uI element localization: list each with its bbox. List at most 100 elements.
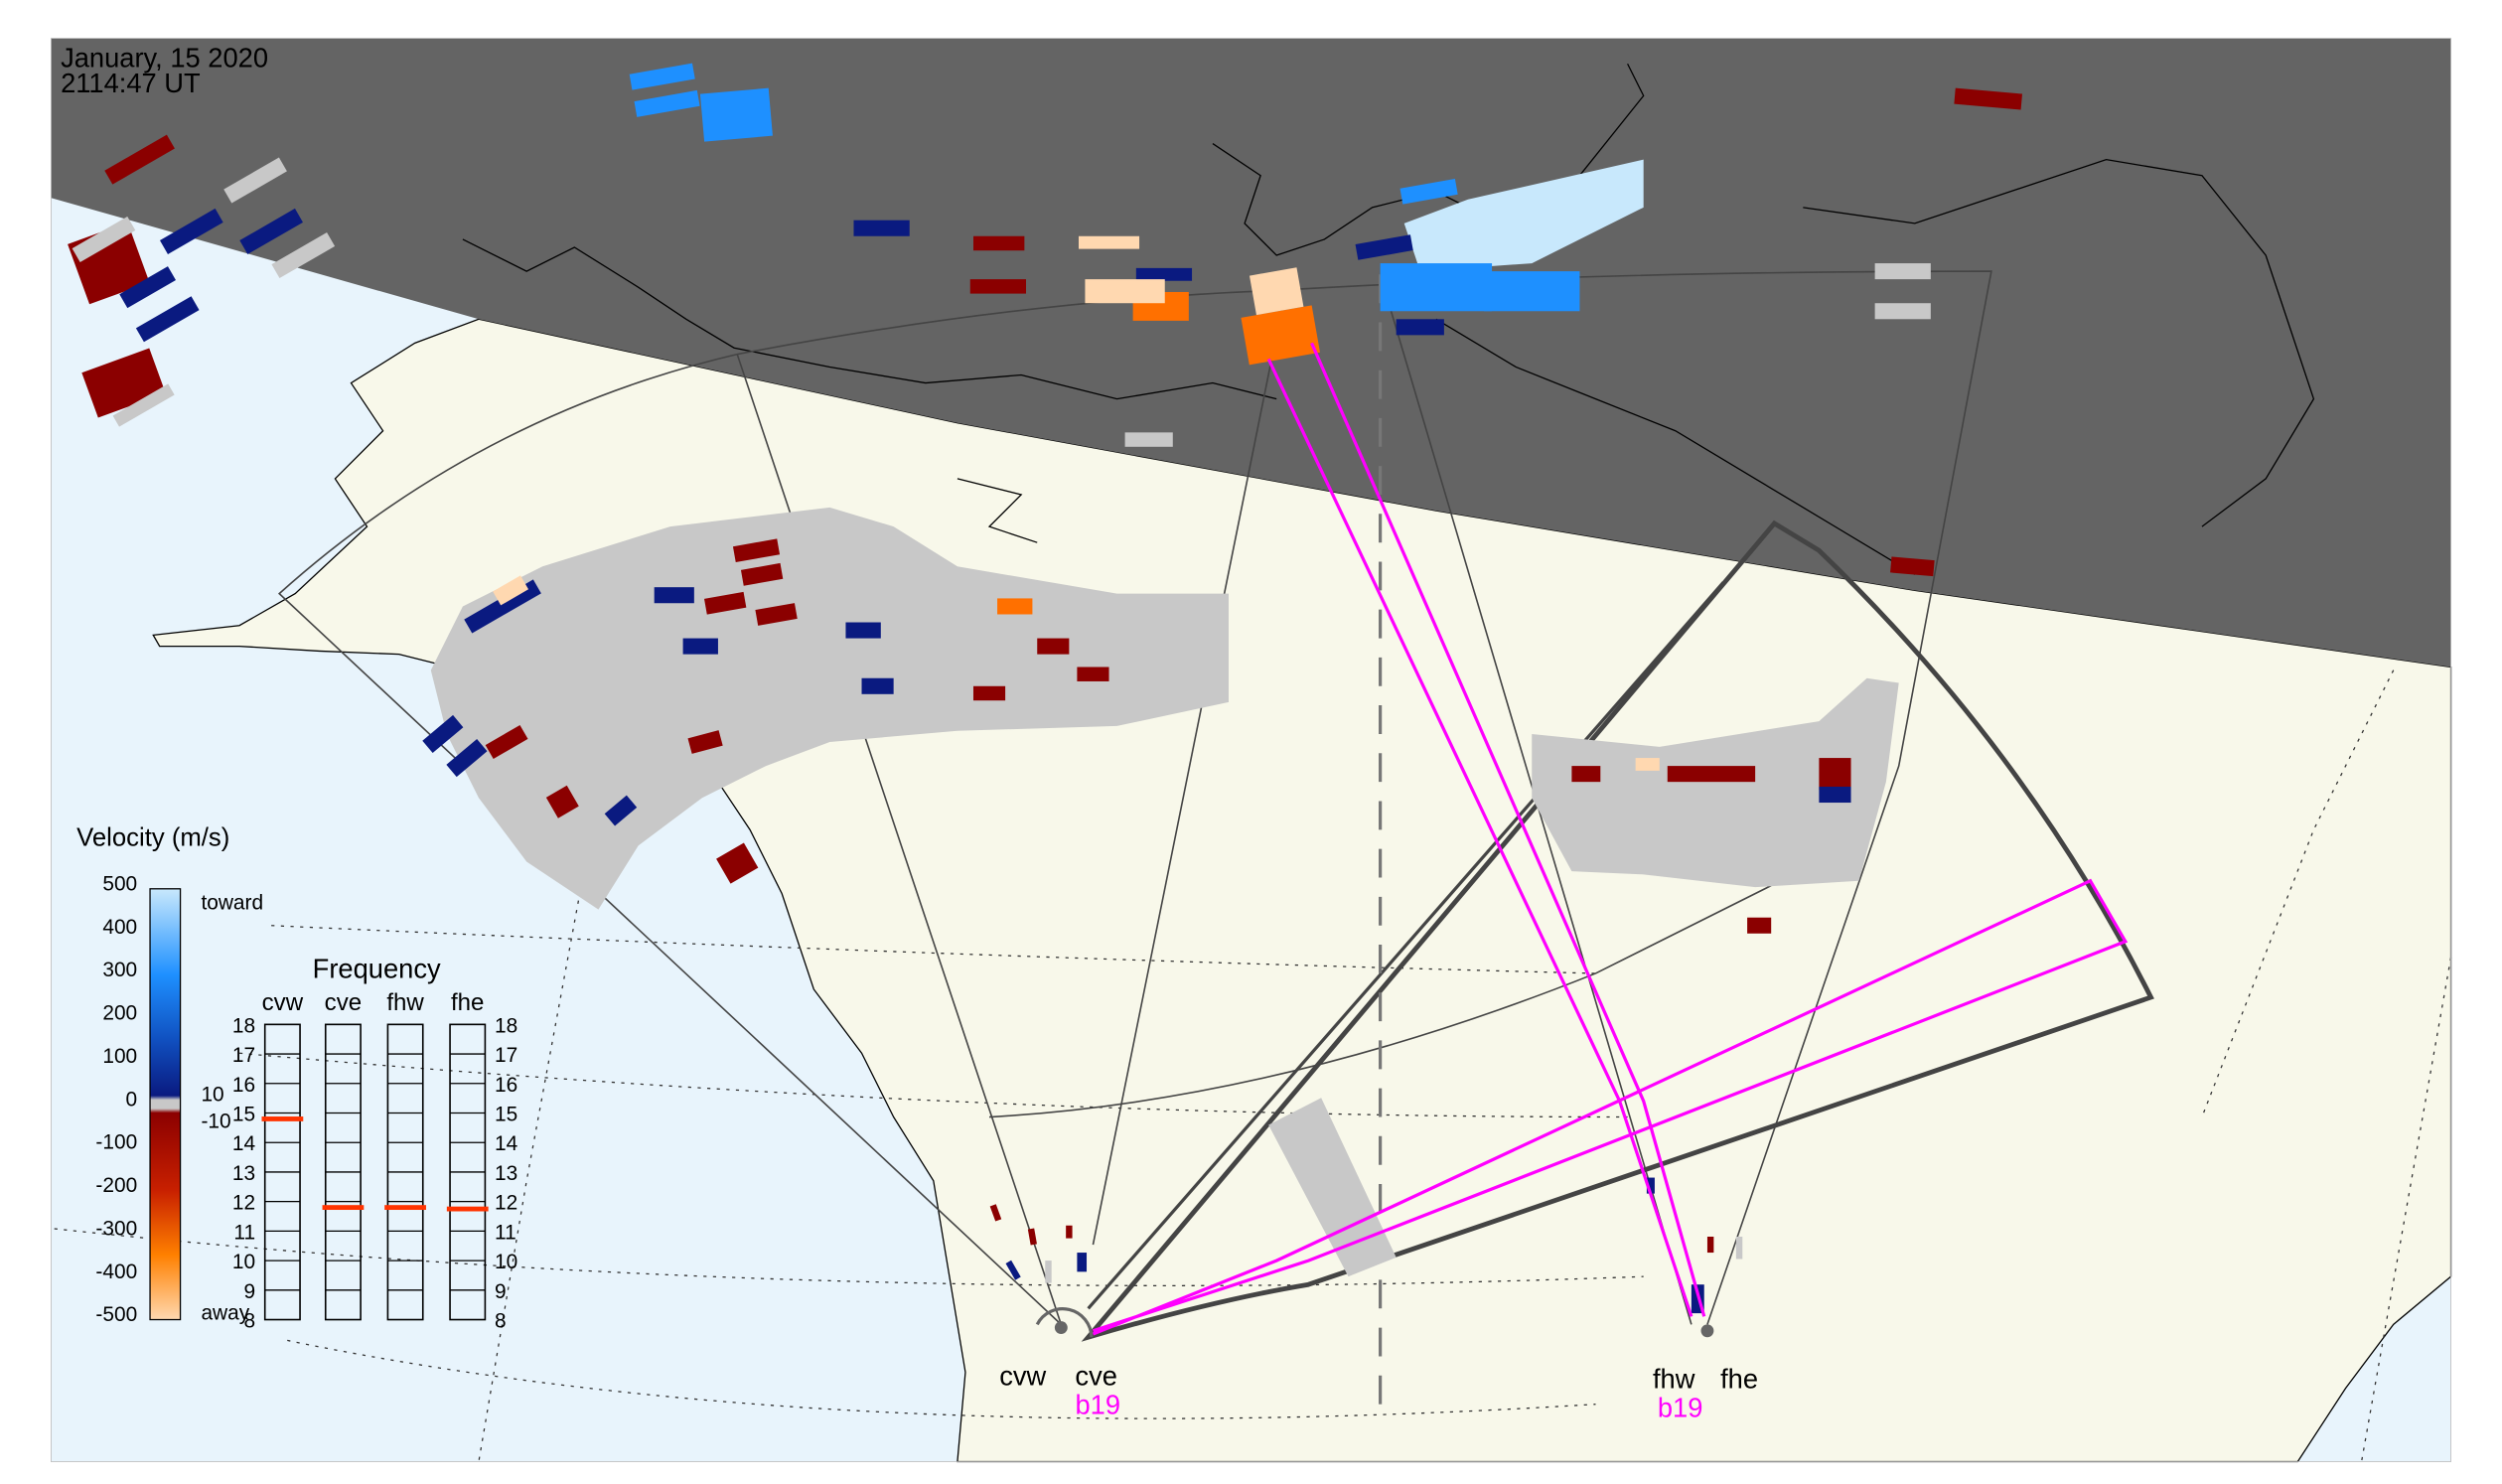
scatter-cell: [1635, 758, 1660, 771]
scatter-region: [1403, 159, 1644, 272]
velocity-tick-label: 400: [102, 916, 137, 939]
velocity-tick-label: -200: [95, 1174, 137, 1197]
scatter-cell: [687, 730, 723, 754]
scatter-cell: [1571, 766, 1601, 783]
scatter-cell: [1747, 917, 1772, 934]
time-label: 2114:47 UT: [61, 68, 201, 98]
scatter-cell: [545, 785, 579, 818]
velocity-tick-label: 0: [126, 1088, 138, 1111]
frequency-tick-left: 13: [232, 1162, 255, 1185]
scatter-cell: [740, 562, 784, 586]
scatter-cell: [1890, 556, 1935, 577]
scatter-cell: [1646, 1177, 1655, 1194]
scatter-cell: [972, 235, 1025, 251]
scatter-cell: [1241, 305, 1320, 366]
frequency-tick-right: 17: [495, 1044, 517, 1067]
velocity-tick-label: 500: [102, 872, 137, 895]
scatter-cell: [493, 575, 529, 606]
scatter-cell: [634, 89, 700, 117]
frequency-tick-right: 18: [495, 1014, 517, 1037]
velocity-tick-label: 200: [102, 1002, 137, 1025]
frequency-tick-left: 8: [243, 1310, 255, 1333]
frequency-marker: [384, 1205, 426, 1211]
frequency-tick-right: 10: [495, 1251, 517, 1273]
ground-tick-pos: 10: [201, 1083, 223, 1106]
scatter-cell: [485, 725, 528, 759]
scatter-cell: [997, 598, 1033, 615]
frequency-tick-left: 18: [232, 1014, 255, 1037]
frequency-tick-right: 14: [495, 1132, 517, 1155]
scatter-cell: [1079, 235, 1140, 249]
radar-label-fhw: fhw: [1653, 1364, 1695, 1395]
radar-site-fh-marker: [1700, 1324, 1714, 1338]
scatter-cell: [1355, 234, 1413, 260]
scatter-cell: [1735, 1237, 1743, 1260]
beam-label-fh: b19: [1658, 1393, 1703, 1423]
velocity-legend-title: Velocity (m/s): [76, 823, 229, 851]
frequency-tick-left: 17: [232, 1044, 255, 1067]
scatter-cell: [72, 216, 136, 262]
frequency-column-label: fhw: [386, 989, 424, 1016]
frequency-tick-left: 15: [232, 1104, 255, 1126]
scatter-cell: [104, 134, 175, 185]
frequency-marker: [261, 1116, 304, 1121]
ground-tick-neg: -10: [201, 1111, 230, 1133]
velocity-tick-label: 300: [102, 959, 137, 981]
toward-label: toward: [201, 892, 263, 915]
scatter-cell: [699, 87, 773, 142]
scatter-region: [1532, 677, 1899, 888]
scatter-cell: [853, 220, 910, 236]
frequency-marker: [322, 1205, 365, 1211]
velocity-tick-label: -300: [95, 1217, 137, 1240]
scatter-cell: [861, 677, 894, 694]
scatter-cells: [68, 63, 2022, 1314]
scatter-cell: [1005, 1260, 1021, 1280]
frequency-tick-left: 12: [232, 1192, 255, 1215]
scatter-cell: [1249, 267, 1304, 316]
scatter-cell: [112, 383, 175, 427]
away-label: away: [201, 1302, 249, 1325]
scatter-region: [1268, 1098, 1397, 1277]
beam-b19-lines: [1092, 342, 2129, 1336]
scatter-cell: [704, 591, 747, 615]
velocity-colorbar: [149, 888, 182, 1321]
scatter-cell: [1045, 1261, 1052, 1283]
velocity-tick-label: -400: [95, 1261, 137, 1283]
scatter-cell: [1954, 87, 2022, 110]
scatter-cell: [969, 279, 1026, 294]
frequency-tick-right: 16: [495, 1074, 517, 1097]
radar-label-fhe: fhe: [1720, 1364, 1758, 1395]
velocity-legend: Velocity (m/s) 5004003002001000-100-200-…: [76, 823, 263, 1326]
frequency-tick-left: 9: [243, 1280, 255, 1303]
scatter-cell: [1484, 271, 1580, 312]
scatter-cell: [1077, 667, 1109, 681]
radar-label-cve: cve: [1075, 1360, 1116, 1391]
scatter-cell: [1399, 178, 1458, 205]
scatter-cell: [1135, 267, 1193, 281]
scatter-cell: [1380, 263, 1493, 312]
scatter-cell: [755, 603, 798, 626]
scatter-cell: [1037, 638, 1070, 655]
scatter-cell: [1819, 758, 1851, 791]
frequency-tick-right: 15: [495, 1104, 517, 1126]
frequency-tick-left: 11: [233, 1221, 255, 1244]
frequency-column-label: cvw: [262, 989, 304, 1016]
frequency-tick-right: 11: [495, 1221, 516, 1244]
scatter-cell: [1077, 1253, 1088, 1272]
scatter-cell: [271, 232, 336, 279]
scatter-cell: [159, 208, 223, 254]
scatter-cell: [654, 587, 694, 604]
radar-site-cv-marker: [1054, 1321, 1068, 1334]
frequency-column-label: fhe: [451, 989, 484, 1016]
scatter-cell: [239, 208, 303, 254]
frequency-tick-right: 12: [495, 1192, 517, 1215]
scatter-cell: [732, 538, 781, 563]
frequency-marker: [446, 1206, 489, 1212]
beam-label-cv: b19: [1076, 1389, 1121, 1419]
scatter-cell: [223, 157, 287, 204]
scatter-cell: [1085, 279, 1165, 304]
velocity-tick-label: -100: [95, 1131, 137, 1154]
